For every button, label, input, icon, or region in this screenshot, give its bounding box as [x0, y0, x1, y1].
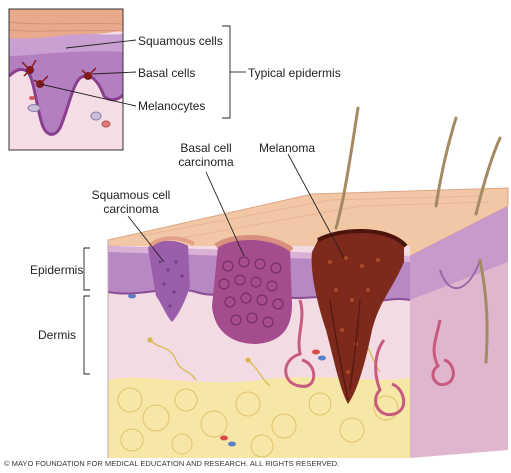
- label-basal-cell-carcinoma-line1: Basal cell: [180, 141, 232, 155]
- label-dermis: Dermis: [38, 328, 76, 342]
- sweat-glands: [284, 299, 455, 417]
- melanocyte-markers: [21, 59, 97, 88]
- basal-cell-carcinoma-lesion: [212, 235, 294, 344]
- copyright-notice: © MAYO FOUNDATION FOR MEDICAL EDUCATION …: [4, 459, 340, 468]
- label-melanocytes: Melanocytes: [138, 99, 206, 113]
- melanoma-lesion: [311, 228, 408, 404]
- label-melanoma: Melanoma: [259, 141, 316, 155]
- label-squamous-cell-carcinoma-line2: carcinoma: [103, 202, 159, 216]
- hairs: [334, 106, 502, 364]
- label-epidermis: Epidermis: [30, 263, 84, 277]
- label-squamous-cell-carcinoma: Squamous cell carcinoma: [86, 188, 176, 216]
- squamous-cell-carcinoma-lesion: [148, 236, 195, 322]
- label-leader-lines: [83, 153, 345, 375]
- label-basal-cell-carcinoma-line2: carcinoma: [178, 155, 234, 169]
- label-typical-epidermis: Typical epidermis: [248, 66, 341, 80]
- skin-cross-section: [107, 106, 509, 458]
- label-basal-cells: Basal cells: [138, 66, 196, 80]
- inset-typical-epidermis: [8, 8, 246, 151]
- label-squamous-cell-carcinoma-line1: Squamous cell: [91, 188, 171, 202]
- label-basal-cell-carcinoma: Basal cell carcinoma: [170, 141, 242, 169]
- label-squamous-cells: Squamous cells: [138, 34, 223, 48]
